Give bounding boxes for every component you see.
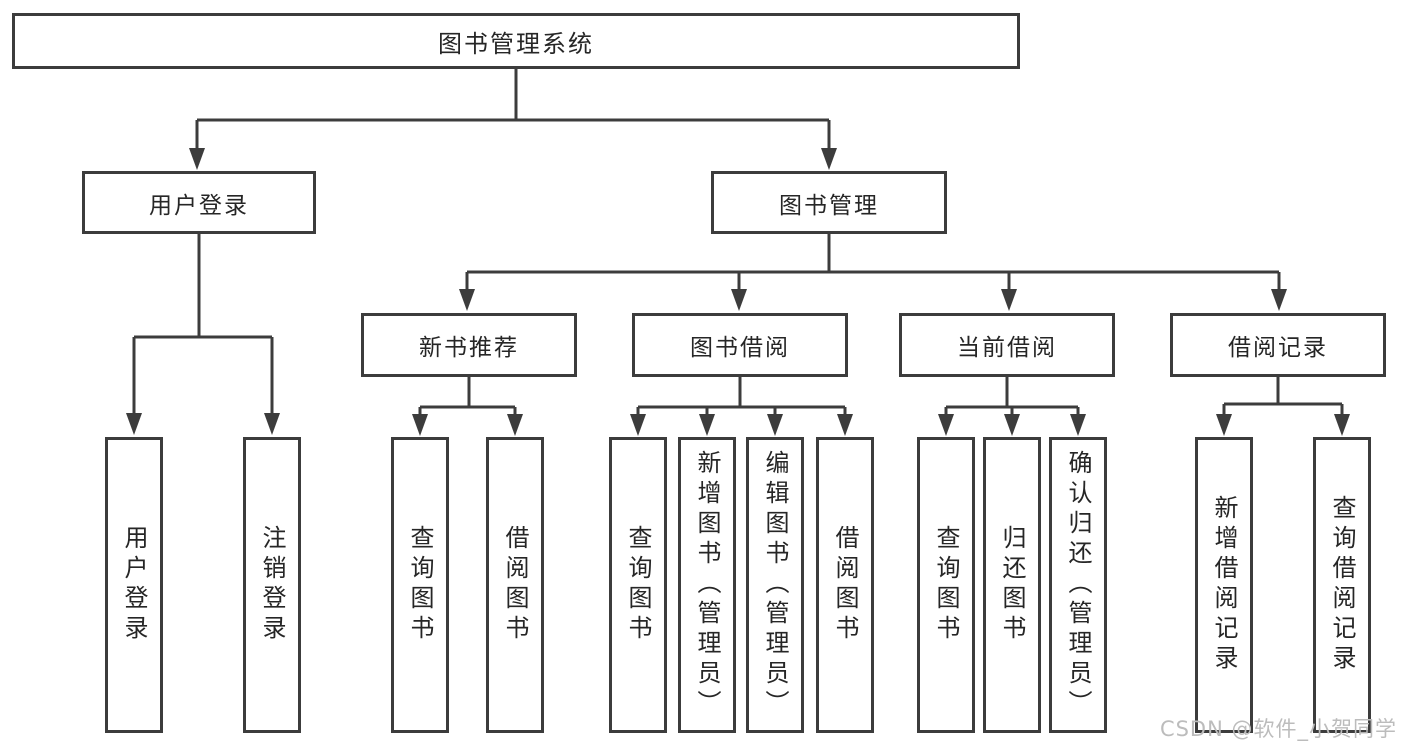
arrow-down-icon (1271, 289, 1287, 311)
leaf-edit-books-admin: 编辑图书（管理员） (746, 437, 804, 733)
arrow-down-icon (126, 413, 142, 435)
leaf-label: 查询图书 (624, 525, 652, 645)
arrow-down-icon (1070, 414, 1086, 436)
leaf-add-books-admin: 新增图书（管理员） (678, 437, 736, 733)
arrow-down-icon (412, 414, 428, 436)
arrow-down-icon (767, 414, 783, 436)
node-root-system: 图书管理系统 (12, 13, 1020, 69)
leaf-query-books-borrow: 查询图书 (609, 437, 667, 733)
leaf-user-login: 用户登录 (105, 437, 163, 733)
node-current-borrow: 当前借阅 (899, 313, 1115, 377)
leaf-label: 确认归还（管理员） (1064, 450, 1092, 720)
leaf-label: 借阅图书 (501, 525, 529, 645)
arrow-down-icon (459, 289, 475, 311)
leaf-label: 借阅图书 (831, 525, 859, 645)
arrow-down-icon (189, 148, 205, 170)
arrow-down-icon (938, 414, 954, 436)
leaf-label: 编辑图书（管理员） (761, 450, 789, 720)
node-user-login: 用户登录 (82, 171, 316, 234)
arrow-down-icon (837, 414, 853, 436)
arrow-down-icon (699, 414, 715, 436)
arrow-down-icon (1001, 289, 1017, 311)
leaf-logout: 注销登录 (243, 437, 301, 733)
arrow-down-icon (821, 148, 837, 170)
node-new-book-recommend: 新书推荐 (361, 313, 577, 377)
csdn-watermark: CSDN @软件_小贺同学 (1159, 717, 1397, 741)
leaf-borrow-books: 借阅图书 (816, 437, 874, 733)
node-book-borrow: 图书借阅 (632, 313, 848, 377)
leaf-label: 查询图书 (932, 525, 960, 645)
leaf-label: 查询借阅记录 (1328, 495, 1356, 675)
leaf-add-borrow-record: 新增借阅记录 (1195, 437, 1253, 733)
leaf-return-books: 归还图书 (983, 437, 1041, 733)
leaf-label: 用户登录 (120, 525, 148, 645)
arrow-down-icon (731, 289, 747, 311)
leaf-label: 查询图书 (406, 525, 434, 645)
leaf-query-borrow-record: 查询借阅记录 (1313, 437, 1371, 733)
node-borrow-records: 借阅记录 (1170, 313, 1386, 377)
arrow-down-icon (507, 414, 523, 436)
arrow-down-icon (630, 414, 646, 436)
arrow-down-icon (264, 413, 280, 435)
node-book-management: 图书管理 (711, 171, 947, 234)
leaf-query-books-current: 查询图书 (917, 437, 975, 733)
leaf-label: 注销登录 (258, 525, 286, 645)
leaf-label: 归还图书 (998, 525, 1026, 645)
leaf-label: 新增借阅记录 (1210, 495, 1238, 675)
arrow-down-icon (1216, 414, 1232, 436)
arrow-down-icon (1334, 414, 1350, 436)
leaf-query-books-recommend: 查询图书 (391, 437, 449, 733)
leaf-borrow-books-recommend: 借阅图书 (486, 437, 544, 733)
leaf-label: 新增图书（管理员） (693, 450, 721, 720)
arrow-down-icon (1004, 414, 1020, 436)
leaf-confirm-return-admin: 确认归还（管理员） (1049, 437, 1107, 733)
